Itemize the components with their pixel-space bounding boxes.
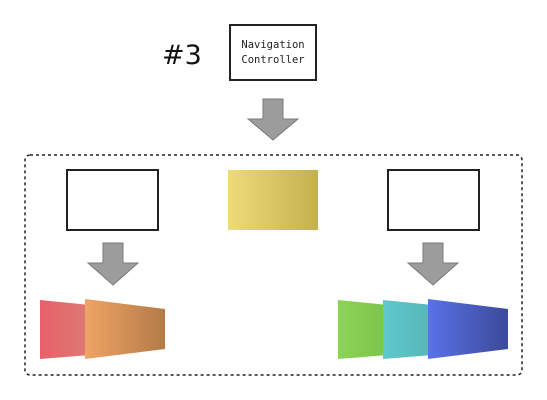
navigation-controller-label: Navigation Controller <box>241 38 305 66</box>
center-yellow-block <box>228 170 318 230</box>
red-card <box>40 300 90 359</box>
cyan-card <box>383 300 433 359</box>
left-empty-box <box>66 169 159 231</box>
right-empty-box <box>387 169 480 231</box>
left-down-arrow-icon <box>86 242 140 286</box>
navigation-controller-box: Navigation Controller <box>229 24 317 81</box>
down-arrow-icon <box>246 98 300 141</box>
orange-card <box>85 299 165 359</box>
dashed-container <box>24 154 523 376</box>
blue-card <box>428 299 508 359</box>
step-number-label: #3 <box>162 40 202 71</box>
green-card <box>338 300 388 359</box>
right-down-arrow-icon <box>406 242 460 286</box>
